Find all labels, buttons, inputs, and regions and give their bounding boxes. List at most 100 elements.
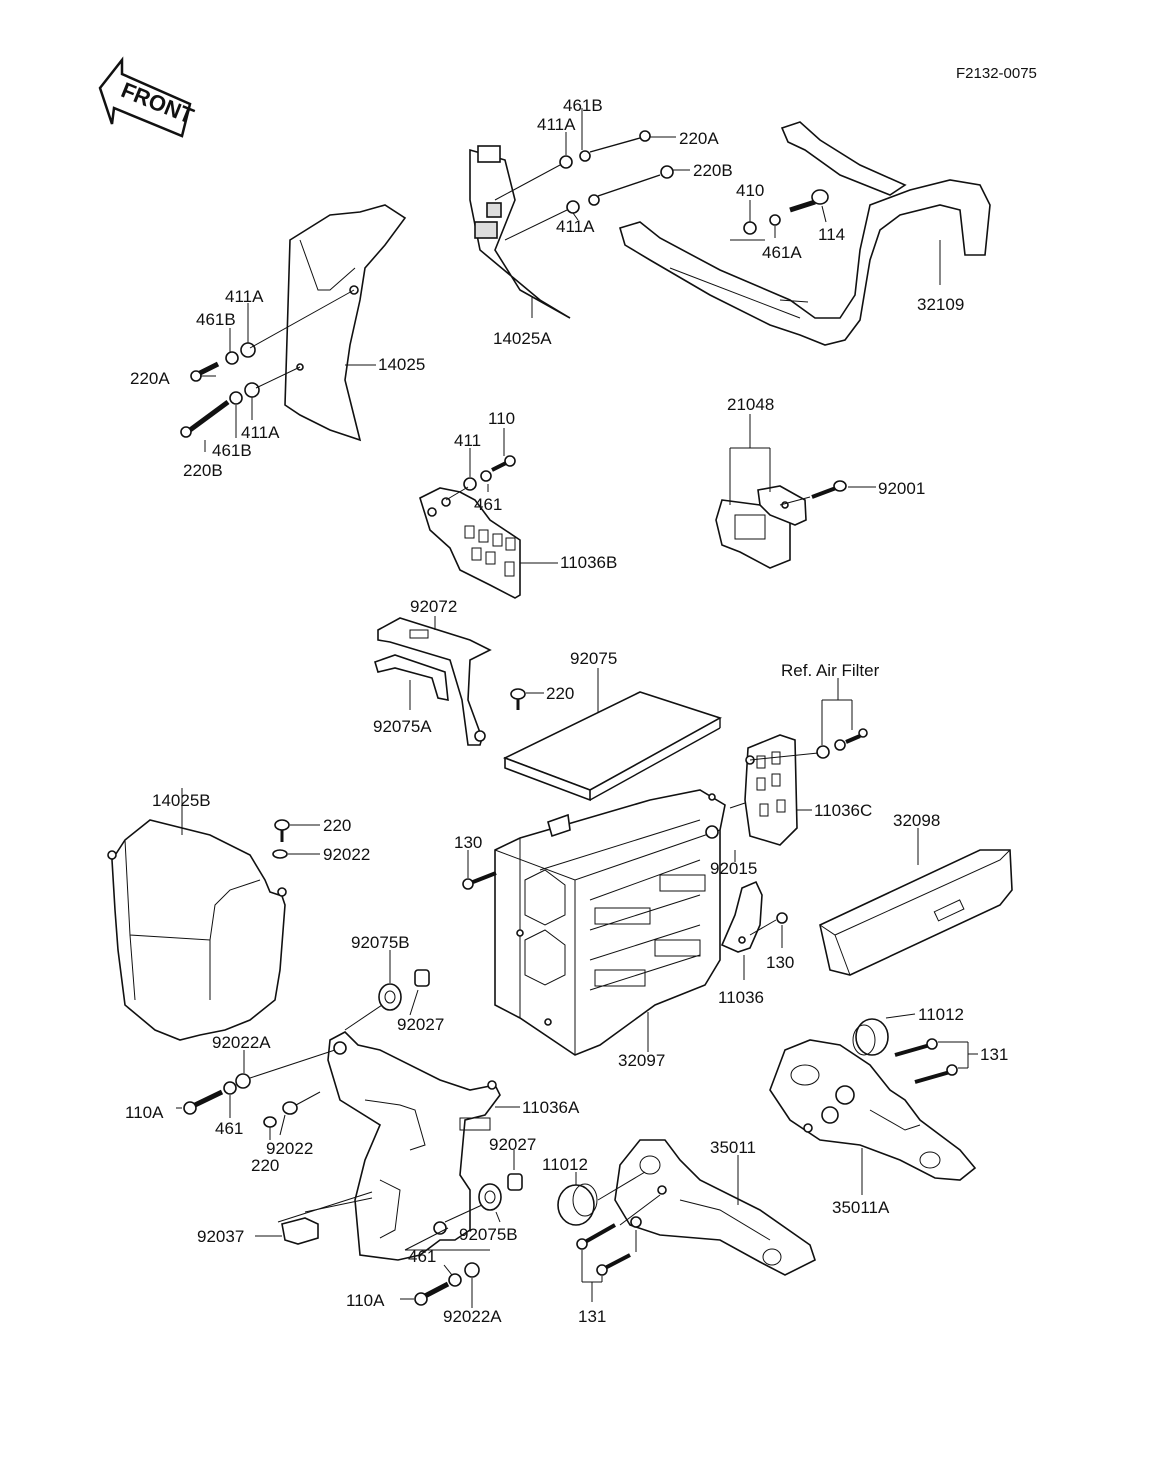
- tray-32098: [819, 849, 1013, 976]
- callout-92075a: 92075A: [373, 717, 432, 736]
- callout-14025a: 14025A: [493, 329, 552, 348]
- bolt-110a-top: [183, 1049, 336, 1115]
- bracket-11036c: [744, 734, 798, 846]
- callout-110a-top: 110A: [125, 1103, 164, 1122]
- callout-92072: 92072: [410, 597, 457, 616]
- callout-92022-left: 92022: [323, 845, 370, 864]
- callout-461-bottom: 461: [408, 1247, 436, 1266]
- callout-92015: 92015: [710, 859, 757, 878]
- callout-461-top: 461: [215, 1119, 243, 1138]
- callout-35011a: 35011A: [832, 1198, 890, 1217]
- screw-220-mid: [510, 688, 526, 710]
- callout-411a-top: 411A: [537, 115, 576, 134]
- callout-411a-mid: 411A: [556, 217, 595, 236]
- bracket-92072: [377, 617, 492, 746]
- callout-92022-bottom: 92022: [266, 1139, 313, 1158]
- bracket-14025a: [469, 145, 571, 319]
- callout-92022a-bottom: 92022A: [443, 1307, 502, 1326]
- washer-92022-bottom: [282, 1091, 321, 1115]
- callout-130-right: 130: [766, 953, 794, 972]
- callout-220b-left: 220B: [183, 461, 223, 480]
- bolt-110a-bottom: [404, 1227, 490, 1306]
- screw-220-bottom: [263, 1116, 277, 1140]
- collar-92027-top: [414, 969, 430, 987]
- callout-35011: 35011: [710, 1138, 756, 1157]
- callout-21048: 21048: [727, 395, 774, 414]
- callout-ref-air-filter: Ref. Air Filter: [781, 661, 880, 680]
- callout-461b-left-1: 461B: [196, 310, 236, 329]
- bolt-130-right: [749, 912, 788, 936]
- cover-14025b: [107, 819, 287, 1041]
- callout-92075: 92075: [570, 649, 617, 668]
- callout-92075b-bottom: 92075B: [459, 1225, 518, 1244]
- callout-220b-top: 220B: [693, 161, 733, 180]
- clip-92037: [255, 1191, 373, 1245]
- callout-92027-top: 92027: [397, 1015, 444, 1034]
- callout-92027-bottom: 92027: [489, 1135, 536, 1154]
- grommet-11012-right: [852, 1018, 889, 1056]
- bolt-220a-left: [190, 289, 355, 382]
- bolt-130-left: [462, 871, 497, 890]
- callout-411a-left-2: 411A: [241, 423, 280, 442]
- nut-92015: [705, 825, 719, 839]
- callout-14025b: 14025B: [152, 791, 211, 810]
- frame-32109: [619, 121, 991, 346]
- doc-code: F2132-0075: [956, 65, 1037, 82]
- battery-case-32097: [494, 789, 726, 1056]
- bolts-131-right: [894, 1038, 958, 1084]
- grommet-11012-mid: [557, 1171, 646, 1226]
- collar-92027-bottom: [507, 1173, 523, 1191]
- bracket-92075a: [374, 654, 449, 701]
- screw-92001: [779, 480, 847, 506]
- callout-11036c: 11036C: [814, 801, 872, 820]
- callout-92022a-top: 92022A: [212, 1033, 271, 1052]
- callout-220a-top: 220A: [679, 129, 719, 148]
- bolt-220b-left: [180, 366, 301, 438]
- screw-220-left: [274, 819, 290, 842]
- callout-92001: 92001: [878, 479, 925, 498]
- callout-220-left: 220: [323, 816, 351, 835]
- callout-131-mid: 131: [578, 1307, 606, 1326]
- bolts-131-mid: [576, 1194, 661, 1276]
- callout-32097: 32097: [618, 1051, 665, 1070]
- bracket-11036: [720, 880, 763, 953]
- air-filter-hardware: [749, 728, 868, 761]
- callout-11036: 11036: [718, 988, 764, 1007]
- callout-461b-left-2: 461B: [212, 441, 252, 460]
- gasket-21048: [715, 485, 807, 569]
- callout-411: 411: [454, 431, 481, 450]
- callout-461: 461: [474, 495, 502, 514]
- washer-92022-left: [272, 849, 288, 859]
- pad-92075: [502, 691, 722, 802]
- callout-110: 110: [488, 409, 515, 428]
- rubber-92075b-bottom: [444, 1183, 502, 1223]
- callout-131-right: 131: [980, 1045, 1008, 1064]
- callout-410: 410: [736, 181, 764, 200]
- bracket-35011: [614, 1139, 816, 1276]
- callout-130-left: 130: [454, 833, 482, 852]
- callout-411a-left-1: 411A: [225, 287, 264, 306]
- front-arrow-icon: FRONT: [98, 56, 198, 138]
- bolt-220a-top: [494, 130, 651, 201]
- callout-92075b-top: 92075B: [351, 933, 410, 952]
- callout-11012-mid: 11012: [542, 1155, 588, 1174]
- rubber-92075b-top: [344, 983, 402, 1031]
- callout-11012-right: 11012: [918, 1005, 964, 1024]
- bolt-114: [743, 189, 829, 235]
- callout-461a: 461A: [762, 243, 802, 262]
- callout-32098: 32098: [893, 811, 940, 830]
- bracket-11036b: [419, 487, 521, 599]
- callout-220-bottom: 220: [251, 1156, 279, 1175]
- callout-92037: 92037: [197, 1227, 244, 1246]
- callout-220-mid: 220: [546, 684, 574, 703]
- callout-114: 114: [818, 225, 845, 244]
- callout-11036b: 11036B: [560, 553, 617, 572]
- callout-32109: 32109: [917, 295, 964, 314]
- callout-11036a: 11036A: [522, 1098, 580, 1117]
- callout-14025: 14025: [378, 355, 425, 374]
- side-cover-14025: [284, 204, 407, 442]
- bracket-35011a: [769, 1039, 977, 1181]
- bolt-220b-top: [504, 165, 674, 241]
